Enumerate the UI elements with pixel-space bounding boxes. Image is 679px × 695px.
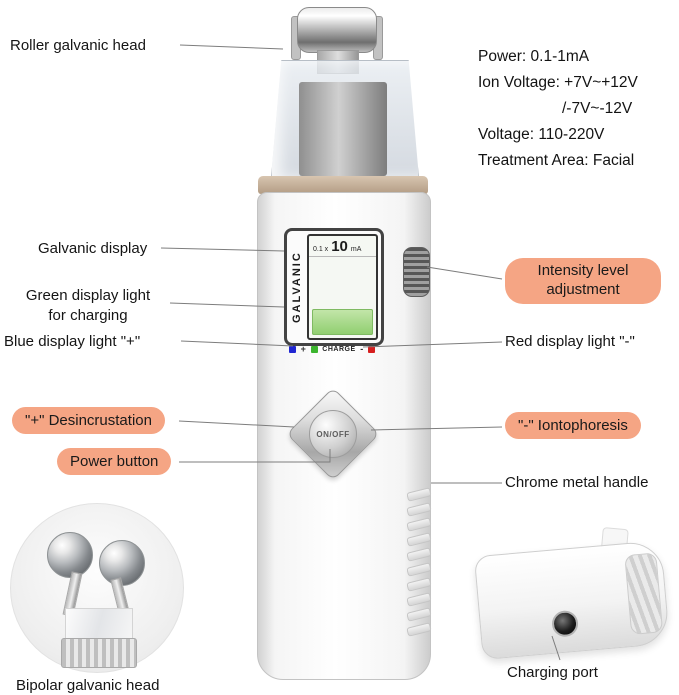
callout-green-light-line2: for charging [48, 306, 128, 324]
callout-roller-head: Roller galvanic head [10, 37, 146, 54]
callout-intensity-line1: Intensity level [537, 262, 629, 279]
callout-desincrustation: "+" Desincrustation [12, 407, 165, 434]
callout-red-light: Red display light "-" [505, 333, 635, 350]
line-intensity [426, 266, 503, 280]
spec-power: Power: 0.1-1mA [478, 48, 590, 65]
display-screen: 0.1 x 10 mA [307, 234, 378, 340]
readout-unit: mA [350, 246, 362, 253]
power-button-label: ON/OFF [316, 429, 350, 439]
red-light-minus-led [367, 345, 375, 353]
grip-ridge [406, 562, 432, 577]
power-button: ON/OFF [309, 410, 357, 458]
beige-trim-band [258, 176, 428, 194]
spec-treatment-area: Treatment Area: Facial [478, 152, 635, 169]
charge-label: CHARGE [322, 345, 356, 353]
green-charge-led [310, 345, 318, 353]
minus-sign: - [360, 343, 364, 354]
plus-sign: + [300, 343, 306, 354]
charging-port-inset [473, 527, 671, 660]
callout-charging-port: Charging port [507, 664, 598, 681]
spec-ion-voltage-negative: /-7V~-12V [562, 100, 633, 117]
callout-power-button: Power button [57, 448, 172, 475]
callout-iontophoresis: "-" Iontophoresis [505, 412, 641, 439]
bipolar-head-inset [10, 503, 184, 673]
callout-galvanic-display: Galvanic display [38, 240, 148, 257]
grip-ridge [406, 517, 432, 532]
spec-voltage: Voltage: 110-220V [478, 126, 605, 143]
blue-light-plus-led [289, 345, 296, 353]
spec-list: Power: 0.1-1mA Ion Voltage: +7V~+12V /-7… [478, 44, 638, 174]
display-blank-area [309, 257, 376, 306]
green-charging-light [312, 309, 373, 335]
grip-ridges [406, 487, 433, 640]
readout-scale: 0.1 x [313, 246, 329, 253]
callout-chrome-handle: Chrome metal handle [505, 474, 649, 491]
bottom-grip-ridges [624, 552, 664, 635]
callout-intensity: Intensity level adjustment [505, 258, 661, 304]
callout-blue-light: Blue display light "+" [4, 333, 141, 350]
indicator-row: + CHARGE - [289, 343, 375, 355]
bipolar-sphere-right [99, 540, 145, 586]
roller-galvanic-head [297, 7, 377, 53]
grip-ridge [406, 577, 432, 592]
callout-green-light-line1: Green display light [25, 287, 151, 304]
grip-ridge [406, 487, 432, 502]
bipolar-sphere-left [47, 532, 93, 578]
bipolar-metal-collar [61, 638, 137, 668]
spec-ion-voltage: Ion Voltage: +7V~+12V [478, 74, 638, 91]
grip-ridge [406, 592, 432, 607]
readout-value: 10 [331, 238, 348, 255]
grip-ridge [406, 502, 432, 517]
callout-green-light: Green display light for charging [8, 286, 168, 325]
grip-ridge [406, 547, 432, 562]
galvanic-display: GALVANIC 0.1 x 10 mA [284, 228, 384, 346]
callout-intensity-line2: adjustment [546, 280, 620, 298]
grip-ridge [406, 532, 432, 547]
line-roller-head [179, 44, 284, 50]
grip-ridge [406, 622, 432, 637]
callout-bipolar-head: Bipolar galvanic head [16, 677, 160, 694]
display-readout: 0.1 x 10 mA [309, 236, 376, 257]
brand-label: GALVANIC [291, 251, 303, 323]
head-cartridge [299, 82, 387, 176]
grip-ridge [406, 607, 432, 622]
intensity-adjustment-wheel [403, 247, 430, 297]
